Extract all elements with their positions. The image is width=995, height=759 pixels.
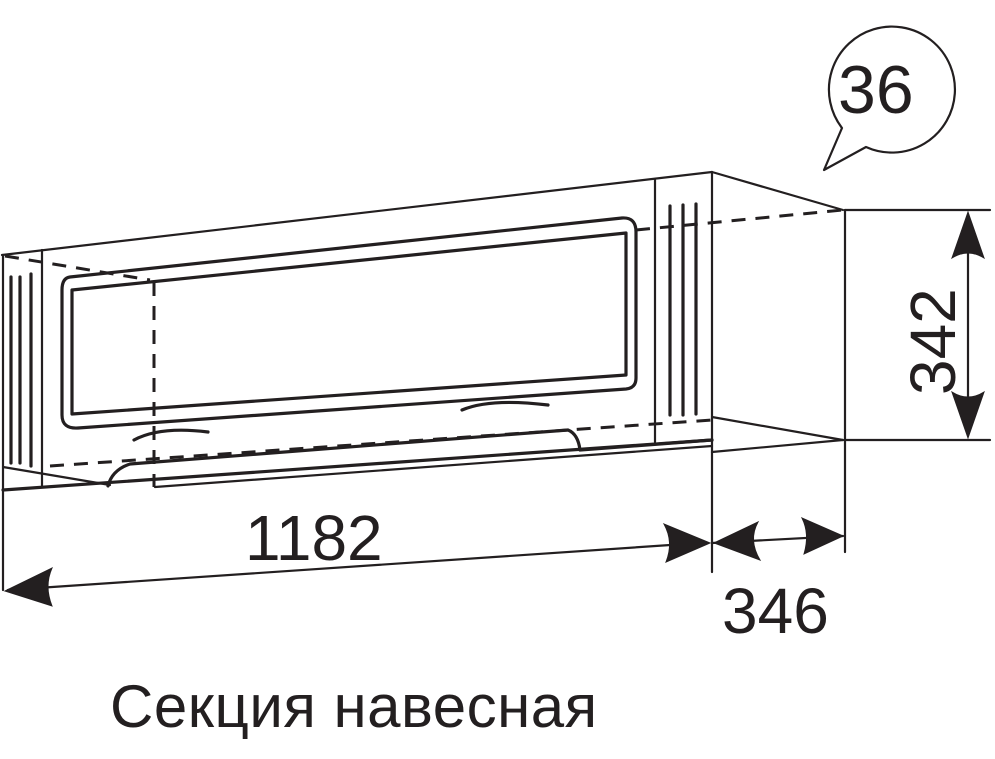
drawing-caption: Секция навесная [110,673,598,740]
height-dimension: 342 [843,208,992,442]
left-fluting [9,272,33,468]
bottom-rail [106,428,714,488]
hidden-lines [4,208,844,487]
width-value: 1182 [245,502,383,574]
depth-dimension: 346 [710,516,845,647]
height-value: 342 [897,288,969,395]
cabinet-body [0,170,847,592]
glass-door-frame [60,216,638,430]
width-dimension: 1182 [3,502,712,607]
right-fluting [668,202,698,417]
door-handles [132,400,550,442]
depth-value: 346 [722,575,829,647]
item-number: 36 [838,52,914,128]
item-number-badge: 36 [822,25,957,172]
